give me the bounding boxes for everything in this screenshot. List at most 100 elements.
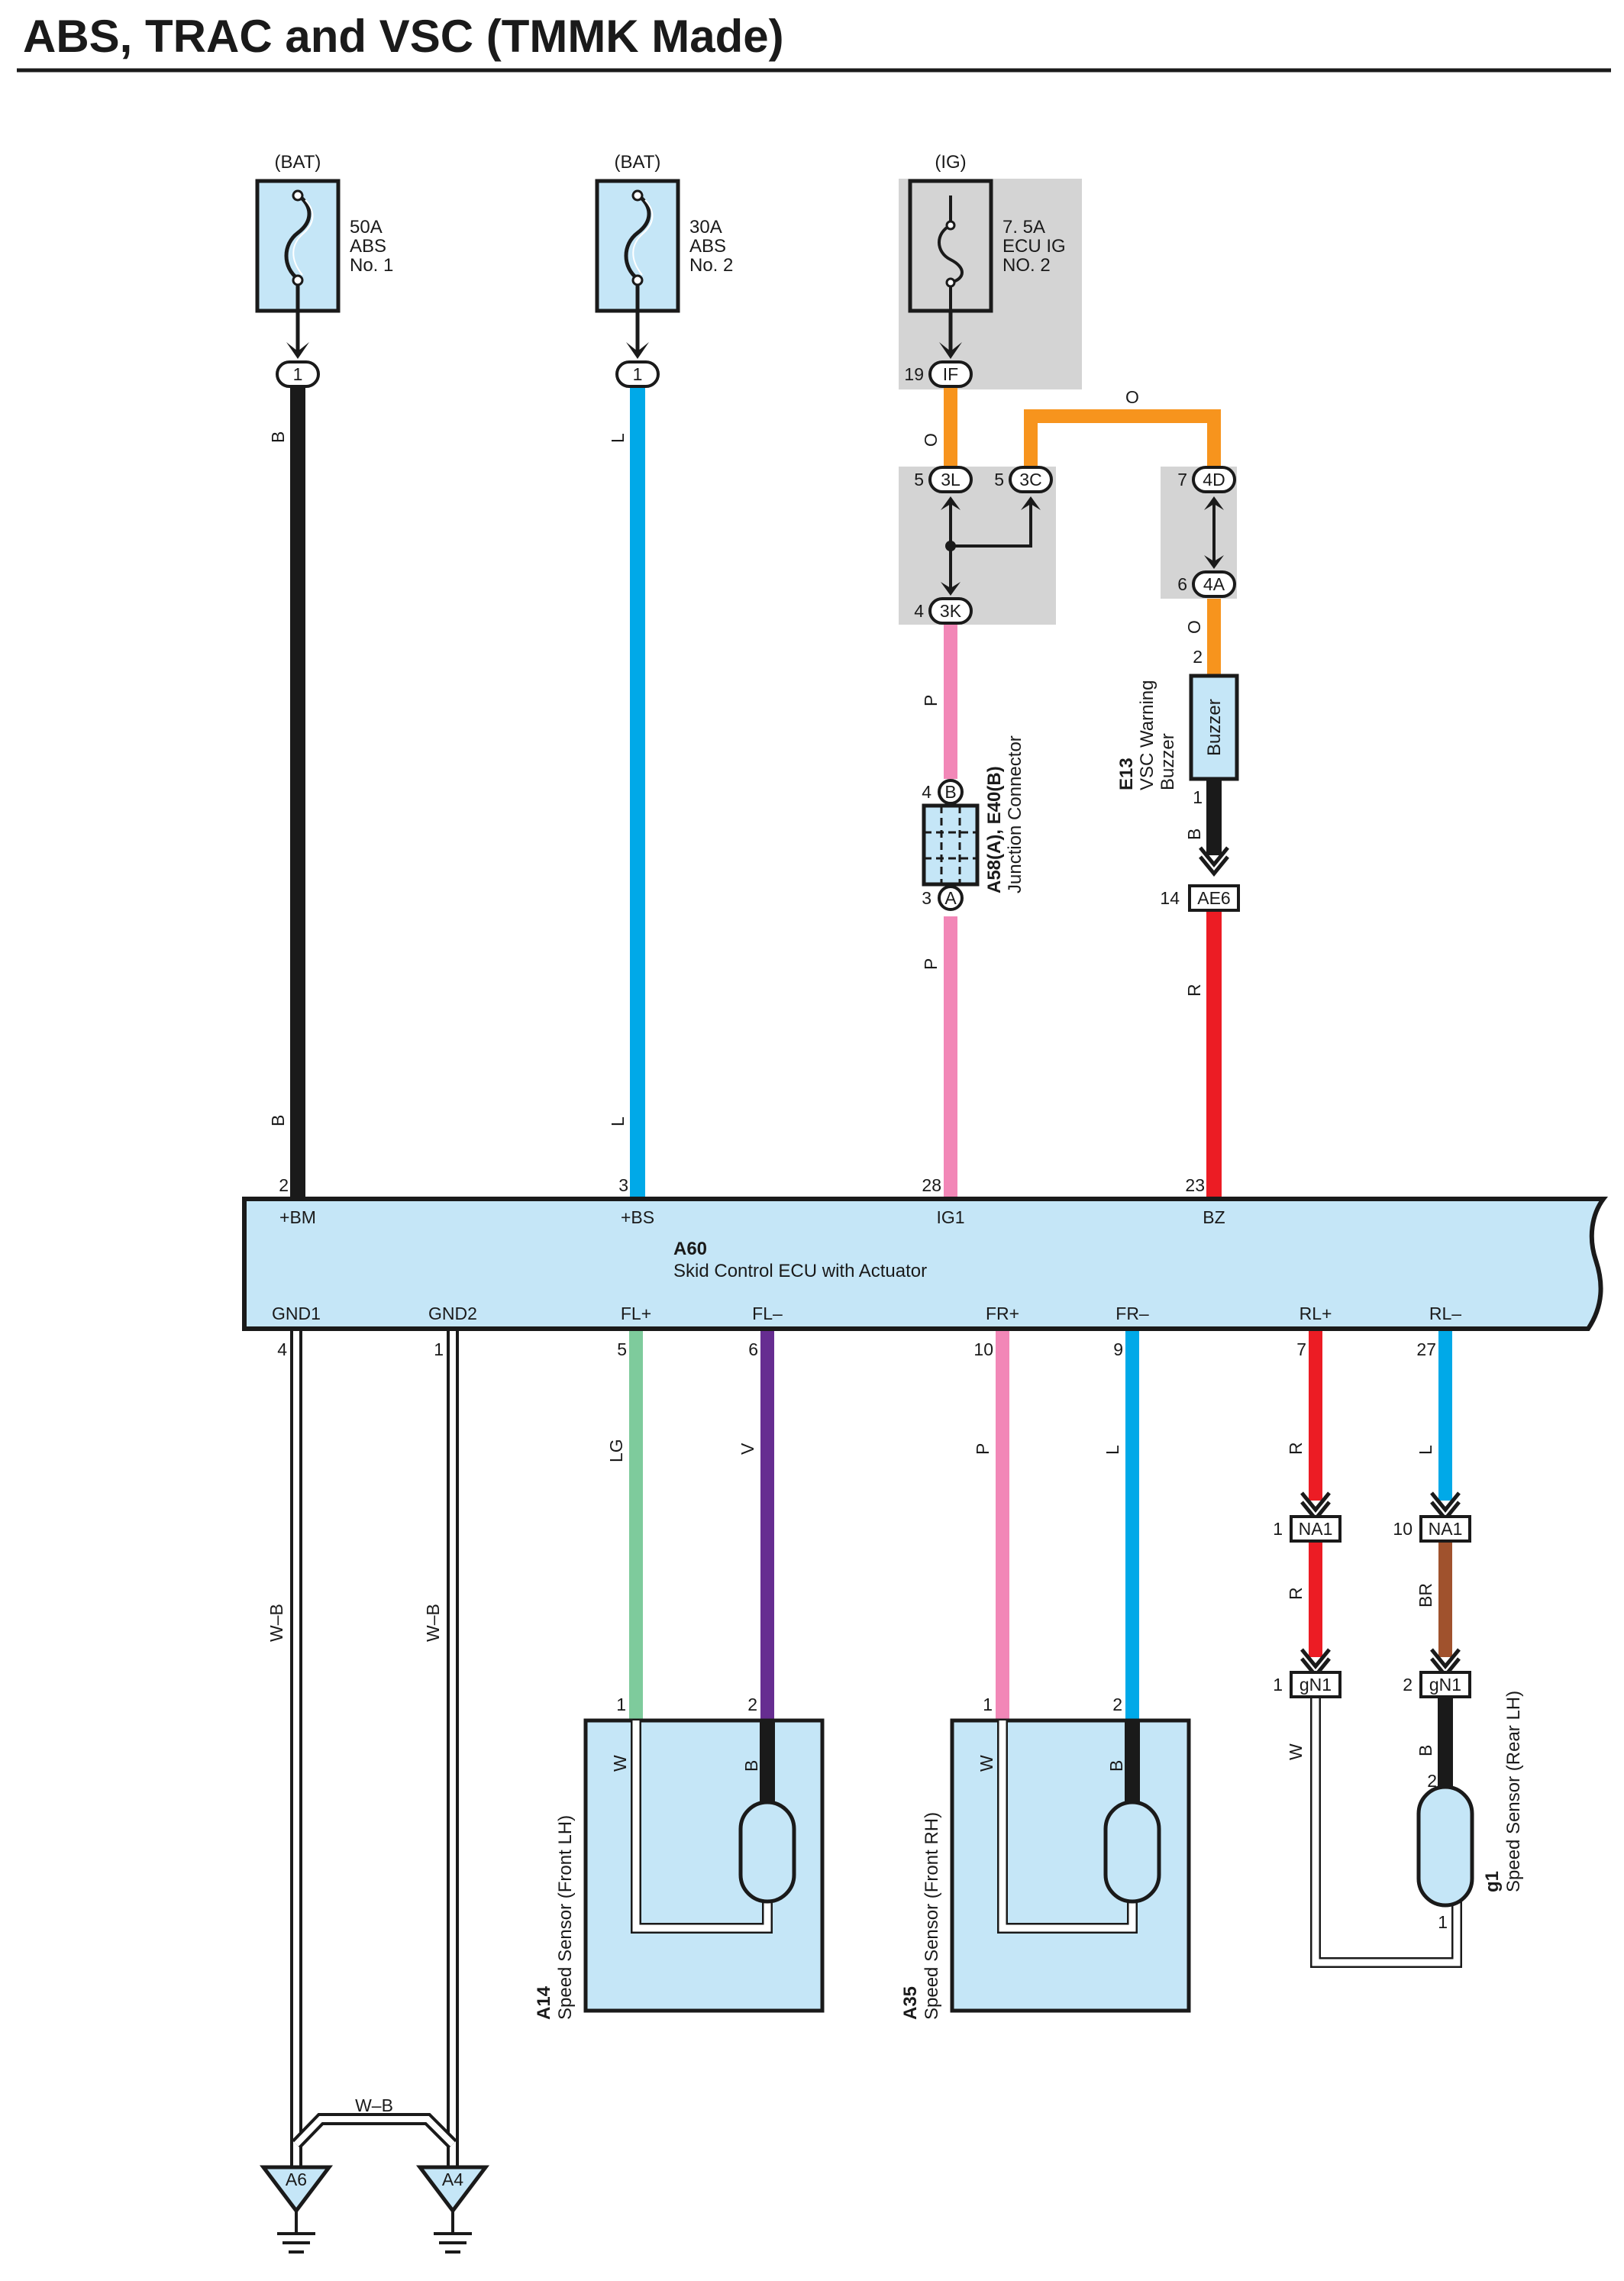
rear-connectors: NA1 1 NA1 10 gN1 1 gN1 2 [1273,1491,1471,1698]
jc-name: Junction Connector [1005,735,1025,893]
ecu-pin-num: 5 [617,1339,627,1359]
fuse-abs1-amp: 50A [350,217,383,237]
conn-3k-pin: 4 [914,601,924,621]
sensor-pin-1: 1 [983,1695,993,1714]
ecu-pin-num: 3 [618,1175,628,1195]
skid-control-ecu: A60 Skid Control ECU with Actuator 2 +BM… [242,1175,1608,1331]
conn-na1: NA1 [1429,1519,1463,1539]
wire-code: B [1106,1760,1126,1772]
ecu-pin-num: 9 [1113,1339,1123,1359]
buzzer-pin-bottom: 1 [1193,787,1203,807]
ecu-pin-num: 23 [1185,1175,1205,1195]
wire-code: R [1184,984,1204,997]
conn-gn1: gN1 [1429,1675,1461,1695]
conn-3c: 3C [1019,470,1041,489]
sensor-pin-1: 1 [616,1695,626,1714]
conn-4a: 4A [1203,574,1225,594]
sensor-pin-2: 2 [747,1695,757,1714]
arrow-down-icon [1204,555,1224,569]
conn-abs1-1: 1 [276,342,320,388]
ecu-name: Skid Control ECU with Actuator [673,1261,927,1281]
fuse-abs1-no: No. 1 [350,255,393,276]
ground-a6: A6 [259,2165,334,2254]
wire-code: O [921,433,941,447]
ground-wires [290,1331,459,2199]
wire-code: P [973,1443,993,1455]
ecu-pin-num: 4 [277,1339,287,1359]
conn-abs2-1: 1 [615,342,660,388]
ecu-pin-num: 10 [973,1339,993,1359]
conn-gn1-pin: 1 [1273,1675,1283,1695]
fuse-ecuig-name: ECU IG [1002,236,1066,257]
wire-code: W–B [355,2095,393,2115]
wire-code: W [977,1755,996,1772]
fuse-abs2-name: ABS [689,236,726,257]
ground-a6-label: A6 [286,2170,307,2189]
fuse-ecuig-amp: 7. 5A [1002,217,1045,237]
conn-3k: 3K [940,601,962,621]
wire-code: V [738,1443,757,1455]
sensor-coil-icon [1416,1785,1474,1908]
ecu-pin-label: RL+ [1300,1304,1332,1323]
sensor-rl-name: Speed Sensor (Rear LH) [1503,1691,1524,1892]
wire-code: B [268,1115,288,1126]
wire-code: O [1125,387,1139,407]
sensor-pin-2: 2 [1112,1695,1122,1714]
wire-code: B [741,1760,761,1772]
ground-a4: A4 [415,2165,490,2254]
conn-label: IF [943,364,958,384]
ecu-pin-num: 7 [1296,1339,1306,1359]
conn-label: 1 [293,364,303,384]
arrow-down-icon [286,342,309,359]
page-title: ABS, TRAC and VSC (TMMK Made) [23,11,784,62]
conn-na1: NA1 [1299,1519,1333,1539]
fuse-abs2-amp: 30A [689,217,722,237]
conn-gn1: gN1 [1300,1675,1332,1695]
conn-3c-pin: 5 [994,470,1004,489]
wire-code: R [1286,1587,1306,1600]
wire-code: L [608,1116,628,1126]
conn-3l: 3L [941,470,961,489]
conn-gn1-pin: 2 [1403,1675,1413,1695]
wire-3c-4d-orange [1024,409,1221,467]
speed-sensor-rear-lh: 2 1 g1 Speed Sensor (Rear LH) [1416,1691,1524,1932]
ground-icon [415,2165,490,2215]
ecu-pin-label: +BS [621,1207,654,1227]
wire-code: BR [1416,1583,1435,1607]
arrow-down-icon [626,342,649,359]
wire-code: B [268,431,288,443]
sensor-coil-icon [1103,1800,1161,1904]
fuse-abs1-source: (BAT) [275,152,321,173]
conn-3l-pin: 5 [914,470,924,489]
wire-code: O [1184,620,1204,634]
wire-code: R [1286,1442,1306,1455]
wire-code: B [1416,1745,1435,1756]
jc-code: A58(A), E40(B) [984,766,1005,893]
ecu-pin-label: IG1 [936,1207,964,1227]
buzzer-name-1: VSC Warning [1137,680,1157,791]
sensor-fl-code: A14 [534,1985,554,2020]
ecu-pin-label: FL– [752,1304,783,1323]
wire-code: L [608,433,628,443]
buzzer-code: E13 [1116,758,1137,790]
wire-code: W–B [423,1604,443,1642]
fuse-ecu-ig-no2: (IG) 7. 5A ECU IG NO. 2 [908,152,1066,351]
junction-4d-4a: 4D 7 4A 6 [1177,466,1236,598]
ecu-pin-label: +BM [279,1207,316,1227]
vsc-warning-buzzer: 2 Buzzer 1 E13 VSC Warning Buzzer AE6 14 [1116,647,1240,912]
ecu-pin-num: 28 [922,1175,941,1195]
conn-na1-pin: 1 [1273,1519,1283,1539]
wire-code: L [1103,1445,1122,1455]
sensor-pin-1: 1 [1438,1912,1448,1932]
ecu-pin-num: 6 [748,1339,758,1359]
ecu-pin-label: GND1 [272,1304,321,1323]
fuse-ecuig-no: NO. 2 [1002,255,1051,276]
jc-pin-a: A [944,888,957,908]
ecu-pin-label: FR+ [986,1304,1019,1323]
conn-ae6: AE6 [1197,888,1230,908]
ecu-code: A60 [673,1239,707,1259]
jc-pin-b: B [944,782,956,802]
junction-connector-a58-e40: B 4 A 3 A58(A), E40(B) Junction Connecto… [922,735,1025,911]
fuse-icon [938,195,964,311]
